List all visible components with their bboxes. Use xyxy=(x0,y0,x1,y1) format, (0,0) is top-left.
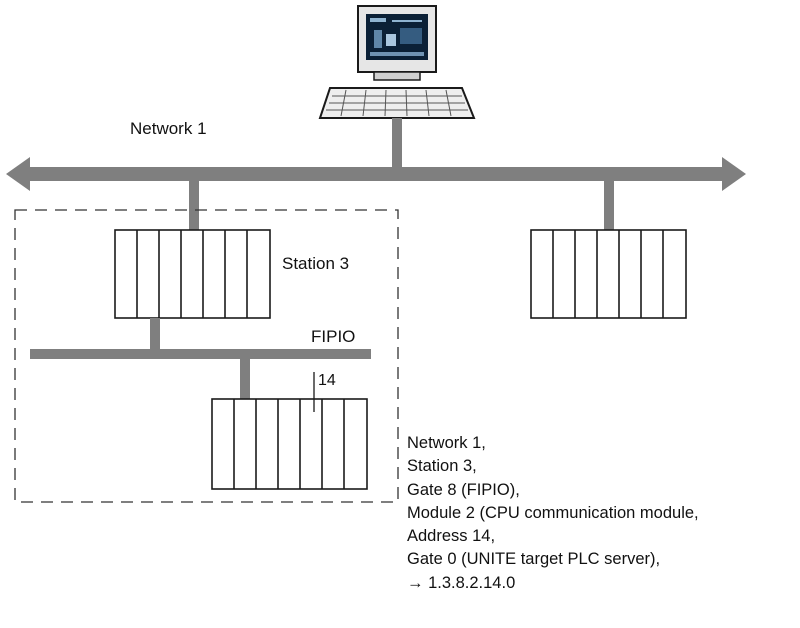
address-line-target-gate: Gate 0 (UNITE target PLC server), xyxy=(407,550,661,569)
network-1-bus-arrow xyxy=(6,157,746,191)
station-3-rack xyxy=(114,229,271,319)
computer-icon xyxy=(318,5,476,119)
station-3-label: Station 3 xyxy=(282,254,350,273)
fipio-bus xyxy=(30,349,371,359)
address-line-address: Address 14, xyxy=(407,527,496,546)
fipio-device-drop xyxy=(240,359,250,399)
address-line-gate: Gate 8 (FIPIO), xyxy=(407,480,520,499)
address-14-label: 14 xyxy=(318,372,336,389)
network-1-label: Network 1 xyxy=(130,119,207,138)
address-path-list: Network 1, Station 3, Gate 8 (FIPIO), Mo… xyxy=(407,432,699,595)
fipio-label: FIPIO xyxy=(311,327,356,346)
address-line-result: → 1.3.8.2.14.0 xyxy=(407,573,516,592)
station-3-drop-line xyxy=(189,181,199,230)
fipio-device-rack xyxy=(211,398,368,490)
computer-drop-line xyxy=(392,118,402,168)
address-line-network: Network 1, xyxy=(407,434,486,452)
address-line-station: Station 3, xyxy=(407,457,477,476)
station-right-drop-line xyxy=(604,181,614,230)
address-line-module: Module 2 (CPU communication module, xyxy=(407,503,699,522)
remote-station-rack xyxy=(530,229,687,319)
station-3-boundary xyxy=(14,209,399,503)
station-3-fipio-drop xyxy=(150,318,160,349)
